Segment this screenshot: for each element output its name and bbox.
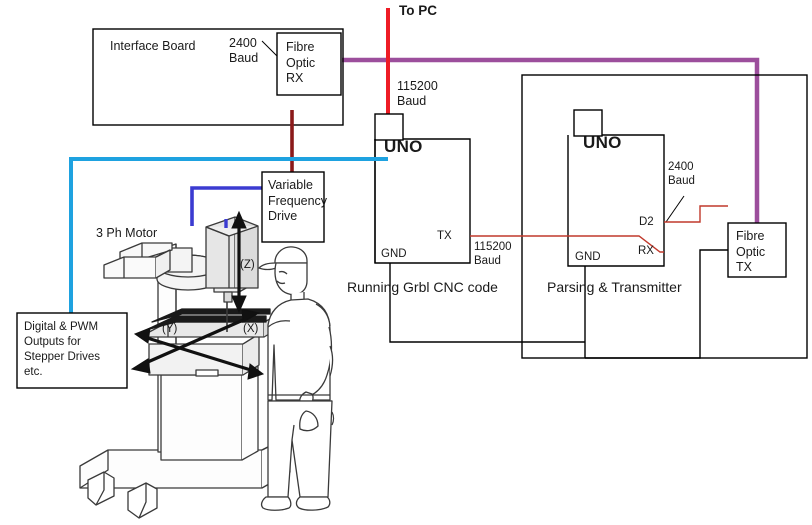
vfd-label: Variable Frequency Drive — [268, 178, 328, 223]
baud-115200-usb-label: 115200 Baud — [397, 79, 438, 108]
baud-2400-leader-line — [261, 40, 278, 57]
running-grbl-label: Running Grbl CNC code — [347, 279, 498, 295]
axis-x-arrow — [143, 335, 255, 373]
digital-pwm-box-outline — [16, 312, 128, 389]
uno-right-outline — [567, 109, 665, 267]
rx-pin-label: RX — [638, 245, 654, 257]
uno-right-label: UNO — [583, 133, 622, 152]
axis-x-label: (X) — [243, 323, 259, 335]
gnd-left-pin-label: GND — [381, 248, 407, 260]
to-pc-label: To PC — [399, 3, 437, 18]
axis-arrows — [130, 210, 265, 380]
fibre-optic-rx-label: Fibre Optic RX — [286, 40, 316, 85]
operator-figure — [258, 246, 335, 511]
parsing-transmitter-label: Parsing & Transmitter — [547, 279, 682, 295]
interface-board-label: Interface Board — [110, 39, 196, 53]
interface-board-outline — [92, 28, 344, 126]
axis-y-label: (Y) — [162, 323, 178, 335]
three-ph-motor-label: 3 Ph Motor — [96, 226, 158, 240]
ground-wires — [389, 249, 728, 359]
gnd-right-pin-label: GND — [575, 251, 601, 263]
digital-pwm-wire — [69, 157, 388, 313]
uno-left-label: UNO — [384, 137, 423, 156]
fibre-optic-rx-outline — [276, 32, 342, 96]
fibre-optic-tx-label: Fibre Optic TX — [736, 229, 766, 274]
baud-2400-top-label: 2400 Baud — [229, 36, 259, 65]
fibre-optic-link-wire — [342, 57, 760, 223]
baud-2400-right-leader-line — [665, 195, 685, 223]
d2-pin-label: D2 — [639, 216, 654, 228]
serial-tx-rx-wire — [470, 205, 728, 253]
baud-115200-serial-label: 115200 Baud — [474, 241, 512, 267]
axis-y-arrow — [140, 315, 251, 367]
vfd-box-outline — [261, 171, 325, 243]
motor-drive-wire — [190, 186, 262, 226]
digital-pwm-label: Digital & PWM Outputs for Stepper Drives… — [24, 321, 101, 378]
axis-z-label: (Z) — [240, 259, 255, 271]
baud-2400-right-label: 2400 Baud — [668, 161, 695, 187]
tx-pin-label: TX — [437, 230, 452, 242]
